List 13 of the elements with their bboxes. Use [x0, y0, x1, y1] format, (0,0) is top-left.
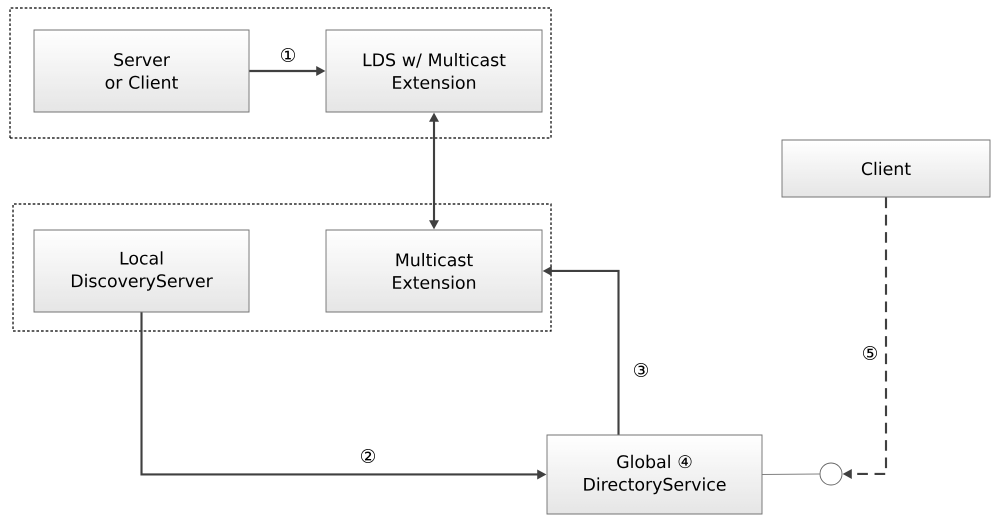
process-box: Local DiscoveryServer [34, 230, 250, 312]
group-frame [12, 203, 552, 332]
process-box: LDS w/ Multicast Extension [326, 30, 542, 112]
process-box: Global ④ DirectoryService [546, 434, 762, 514]
group-frame [9, 7, 552, 139]
process-box: Multicast Extension [326, 230, 542, 312]
edge-label: ⑤ [863, 346, 877, 360]
process-box: Client [782, 140, 990, 198]
process-box: Server or Client [34, 30, 250, 112]
edge-label: ③ [634, 363, 648, 377]
interface-circle [820, 462, 842, 486]
edge-label: ① [281, 48, 295, 62]
edge-label: ② [361, 449, 375, 463]
